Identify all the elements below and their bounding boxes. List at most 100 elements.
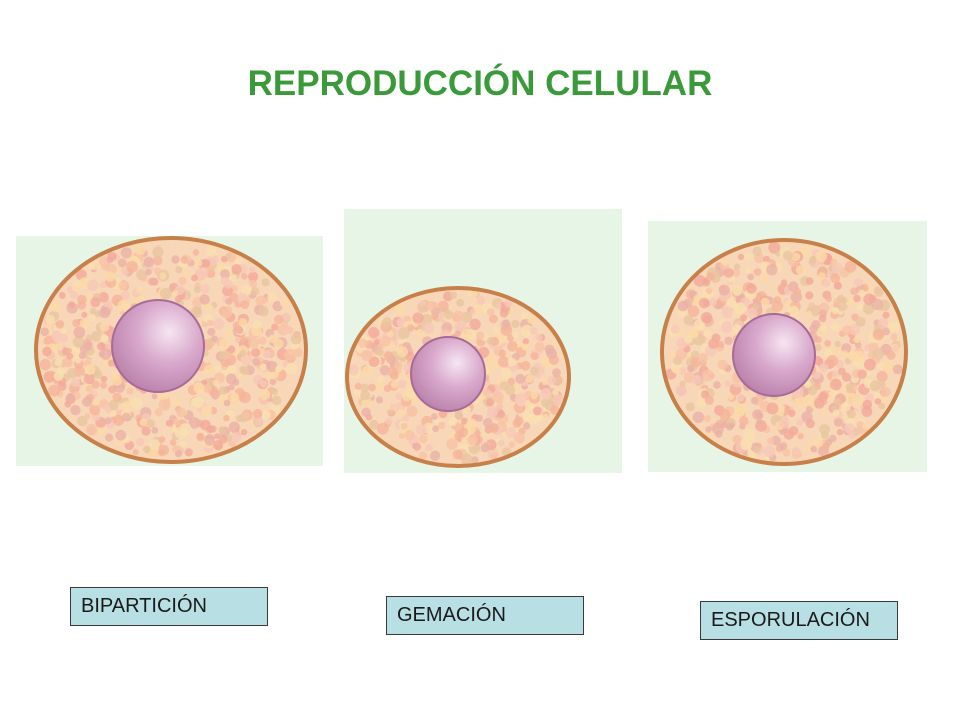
cytoplasm-granule xyxy=(85,385,93,393)
cytoplasm-granule xyxy=(230,431,242,443)
cytoplasm-granule xyxy=(514,393,527,406)
cytoplasm-granule xyxy=(878,402,886,410)
cytoplasm-granule xyxy=(514,416,524,426)
cytoplasm-granule xyxy=(206,319,214,327)
cytoplasm-granule xyxy=(727,298,737,308)
cytoplasm-granule xyxy=(169,439,177,446)
cytoplasm-granule xyxy=(677,300,689,312)
cytoplasm-granule xyxy=(525,374,534,383)
cytoplasm-granule xyxy=(126,387,134,395)
cytoplasm-granule xyxy=(271,388,278,396)
cytoplasm-granule xyxy=(705,426,712,433)
cytoplasm-granule xyxy=(218,434,228,444)
cytoplasm-granule xyxy=(406,405,418,417)
cytoplasm-granule xyxy=(259,389,271,400)
cytoplasm-granule xyxy=(791,252,801,262)
cytoplasm-granule xyxy=(55,320,65,329)
cytoplasm-granule xyxy=(760,297,770,307)
cytoplasm-granule xyxy=(368,327,380,339)
cytoplasm-granule xyxy=(139,418,148,427)
cytoplasm-granule xyxy=(369,419,379,430)
cytoplasm-granule xyxy=(807,386,818,396)
cytoplasm-granule xyxy=(285,363,298,375)
cytoplasm-granule xyxy=(170,395,178,404)
cytoplasm-granule xyxy=(752,445,761,454)
cytoplasm-granule xyxy=(854,341,862,349)
cytoplasm-granule xyxy=(825,438,833,446)
cytoplasm-granule xyxy=(853,336,861,344)
cytoplasm-granule xyxy=(838,367,846,376)
cytoplasm-granule xyxy=(113,414,125,426)
cytoplasm-granule xyxy=(252,320,262,329)
cytoplasm-granule xyxy=(149,277,157,286)
cytoplasm-granule xyxy=(874,398,882,405)
cytoplasm-granule xyxy=(130,397,143,410)
cytoplasm-granule xyxy=(104,271,116,282)
cytoplasm-granule xyxy=(383,351,394,362)
cytoplasm-granule xyxy=(154,408,163,417)
cytoplasm-granule xyxy=(549,405,560,415)
cytoplasm-granule xyxy=(180,423,192,435)
cytoplasm-granule xyxy=(452,310,464,323)
cytoplasm-granule xyxy=(262,350,271,359)
cytoplasm-granule xyxy=(746,283,757,294)
cytoplasm-granule xyxy=(679,380,686,387)
cytoplasm-granule xyxy=(248,271,259,282)
cytoplasm-granule xyxy=(205,245,217,257)
cytoplasm-granule xyxy=(404,430,415,441)
cytoplasm-granule xyxy=(766,264,778,276)
cytoplasm-granule xyxy=(703,330,712,338)
cytoplasm-granule xyxy=(444,310,454,320)
cytoplasm-granule xyxy=(184,448,193,457)
cytoplasm-granule xyxy=(469,318,481,331)
cytoplasm-granule xyxy=(239,391,251,404)
cytoplasm-granule xyxy=(452,449,463,460)
cytoplasm-granule xyxy=(204,435,215,446)
cytoplasm-granule xyxy=(746,307,758,319)
cytoplasm-granule xyxy=(411,442,419,449)
cytoplasm-granule xyxy=(788,409,796,418)
cytoplasm-granule xyxy=(227,364,237,374)
cytoplasm-granule xyxy=(290,333,302,345)
cytoplasm-granule xyxy=(159,272,167,280)
cytoplasm-granule xyxy=(768,241,781,254)
cytoplasm-granule xyxy=(361,398,373,410)
cytoplasm-granule xyxy=(784,405,791,412)
cytoplasm-granule xyxy=(201,258,211,268)
cytoplasm-granule xyxy=(720,321,733,333)
cytoplasm-granule xyxy=(171,255,180,264)
cytoplasm-granule xyxy=(831,306,840,315)
cytoplasm-granule xyxy=(207,254,219,266)
cytoplasm-granule xyxy=(499,309,509,318)
cytoplasm-granule xyxy=(151,426,159,434)
cytoplasm-granule xyxy=(188,417,200,429)
cytoplasm-granule xyxy=(819,363,829,373)
cytoplasm-granule xyxy=(214,365,221,372)
cytoplasm-granule xyxy=(719,409,731,421)
cytoplasm-granule xyxy=(535,333,543,341)
cytoplasm-granule xyxy=(267,291,277,302)
cytoplasm-granule xyxy=(219,338,231,350)
cytoplasm-granule xyxy=(64,400,72,408)
cytoplasm-granule xyxy=(218,386,228,395)
cytoplasm-granule xyxy=(833,281,842,290)
cytoplasm-granule xyxy=(200,419,211,431)
cytoplasm-granule xyxy=(83,341,93,351)
cytoplasm-granule xyxy=(253,408,263,419)
cytoplasm-granule xyxy=(834,397,842,406)
cytoplasm-granule xyxy=(692,411,705,424)
cytoplasm-granule xyxy=(141,426,151,436)
cytoplasm-granule xyxy=(284,348,296,361)
cytoplasm-granule xyxy=(873,391,882,400)
cytoplasm-granule xyxy=(152,246,164,258)
cytoplasm-granule xyxy=(552,368,561,378)
cytoplasm-granule xyxy=(815,250,827,263)
cytoplasm-granule xyxy=(670,325,680,334)
cytoplasm-granule xyxy=(99,306,111,319)
cytoplasm-granule xyxy=(373,338,380,345)
cytoplasm-granule xyxy=(836,294,845,303)
cytoplasm-granule xyxy=(240,353,253,366)
cytoplasm-granule xyxy=(826,355,839,367)
cytoplasm-granule xyxy=(497,410,506,418)
cytoplasm-granule xyxy=(121,412,131,422)
